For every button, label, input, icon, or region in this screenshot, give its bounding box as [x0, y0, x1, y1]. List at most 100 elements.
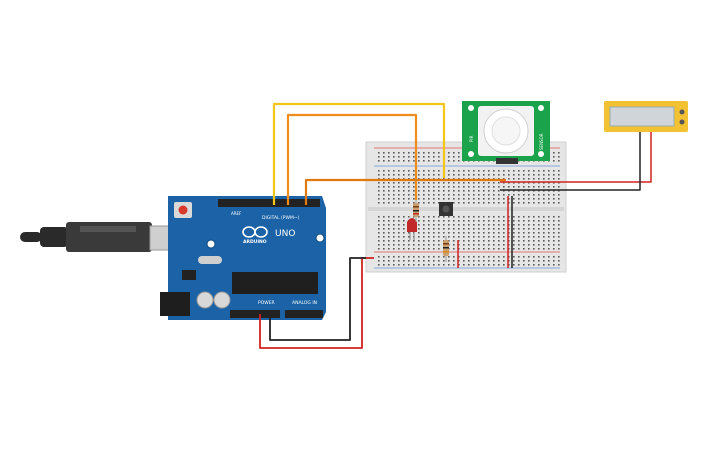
battery-terminal-plus[interactable]: [679, 109, 685, 115]
breadboard-hole: [463, 194, 465, 196]
breadboard-hole: [378, 256, 380, 258]
breadboard-hole: [508, 202, 510, 204]
resistor-band: [443, 251, 449, 253]
breadboard-hole: [488, 174, 490, 176]
breadboard-hole: [533, 232, 535, 234]
breadboard-hole: [388, 244, 390, 246]
breadboard-hole: [438, 152, 440, 154]
analog-header[interactable]: [285, 310, 323, 318]
breadboard-hole: [423, 174, 425, 176]
breadboard-hole: [458, 160, 460, 162]
breadboard-hole: [513, 216, 515, 218]
breadboard-hole: [523, 228, 525, 230]
arduino-uno[interactable]: AREF DIGITAL (PWM~) ARDUINO UNO POWER AN…: [160, 196, 326, 320]
breadboard-hole: [458, 264, 460, 266]
breadboard-hole: [383, 220, 385, 222]
power-jack[interactable]: [160, 292, 190, 316]
breadboard-hole: [518, 248, 520, 250]
breadboard-hole: [448, 240, 450, 242]
breadboard-hole: [398, 264, 400, 266]
digital-label: DIGITAL (PWM~): [262, 215, 300, 221]
wire-orange-button[interactable]: [304, 178, 506, 205]
breadboard-hole: [518, 264, 520, 266]
breadboard-hole: [438, 240, 440, 242]
breadboard-hole: [448, 232, 450, 234]
breadboard-hole: [543, 198, 545, 200]
usb-cable[interactable]: [20, 222, 173, 252]
pir-sensor[interactable]: PIR SENSOR: [462, 101, 550, 164]
red-led[interactable]: [407, 218, 417, 240]
breadboard-hole: [468, 256, 470, 258]
breadboard-hole: [538, 260, 540, 262]
breadboard-hole: [523, 244, 525, 246]
breadboard-hole: [508, 186, 510, 188]
breadboard-hole: [418, 178, 420, 180]
breadboard-hole: [473, 186, 475, 188]
battery-terminal-minus[interactable]: [679, 119, 685, 125]
pir-hole: [538, 151, 544, 157]
breadboard-hole: [533, 224, 535, 226]
breadboard-hole: [498, 264, 500, 266]
breadboard-hole: [538, 186, 540, 188]
breadboard-hole: [558, 178, 560, 180]
breadboard-hole: [543, 220, 545, 222]
pir-right-label: SENSOR: [539, 133, 544, 150]
breadboard-hole: [473, 202, 475, 204]
breadboard-hole: [438, 156, 440, 158]
breadboard-hole: [433, 220, 435, 222]
breadboard-hole: [428, 160, 430, 162]
resistor-button[interactable]: [443, 236, 449, 262]
breadboard-hole: [428, 198, 430, 200]
breadboard-hole: [448, 220, 450, 222]
breadboard-hole: [388, 152, 390, 154]
battery[interactable]: [604, 101, 688, 132]
power-header[interactable]: [230, 310, 280, 318]
breadboard-hole: [553, 198, 555, 200]
breadboard-hole: [383, 236, 385, 238]
resistor-led[interactable]: [413, 200, 419, 222]
breadboard-hole: [498, 194, 500, 196]
breadboard-hole: [518, 190, 520, 192]
breadboard-hole: [473, 224, 475, 226]
breadboard-hole: [503, 186, 505, 188]
breadboard-hole: [473, 228, 475, 230]
breadboard-hole: [503, 224, 505, 226]
breadboard-hole: [518, 178, 520, 180]
wire-red-battery[interactable]: [500, 132, 652, 183]
breadboard-hole: [403, 202, 405, 204]
breadboard-hole: [558, 202, 560, 204]
pushbutton[interactable]: [439, 202, 453, 216]
breadboard-hole: [458, 224, 460, 226]
breadboard-hole: [493, 198, 495, 200]
digital-header[interactable]: [218, 199, 320, 207]
breadboard[interactable]: [365, 141, 567, 273]
breadboard-hole: [458, 202, 460, 204]
breadboard-hole: [428, 228, 430, 230]
breadboard-hole: [393, 232, 395, 234]
breadboard-hole: [508, 224, 510, 226]
wire-black-battery[interactable]: [500, 132, 641, 191]
usb-plug-highlight: [80, 226, 136, 232]
breadboard-hole: [408, 256, 410, 258]
breadboard-hole: [538, 236, 540, 238]
breadboard-hole: [468, 236, 470, 238]
breadboard-hole: [403, 224, 405, 226]
breadboard-hole: [473, 264, 475, 266]
breadboard-hole: [418, 224, 420, 226]
breadboard-hole: [408, 152, 410, 154]
wire-orange-led[interactable]: [286, 113, 418, 205]
breadboard-hole: [428, 182, 430, 184]
breadboard-hole: [548, 198, 550, 200]
breadboard-hole: [428, 240, 430, 242]
wire-yellow-pir-out[interactable]: [272, 102, 446, 205]
breadboard-hole: [388, 174, 390, 176]
breadboard-hole: [468, 202, 470, 204]
wire-black-gnd[interactable]: [269, 257, 366, 341]
breadboard-hole: [493, 182, 495, 184]
breadboard-hole: [498, 186, 500, 188]
breadboard-hole: [383, 244, 385, 246]
breadboard-hole: [553, 170, 555, 172]
breadboard-hole: [483, 240, 485, 242]
breadboard-hole: [468, 260, 470, 262]
